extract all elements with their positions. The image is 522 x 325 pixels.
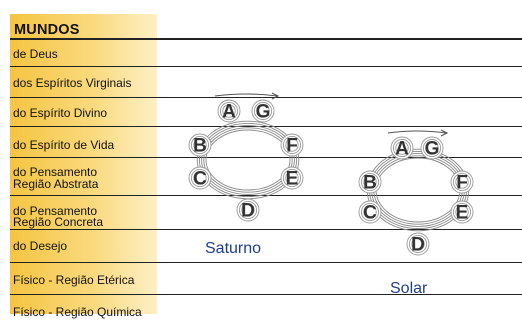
globe-node-e: E <box>450 200 474 224</box>
globe-node-b: B <box>358 170 382 194</box>
globe-node-a: A <box>390 136 414 160</box>
diagram-caption-solar: Solar <box>390 280 428 297</box>
globe-node-g: G <box>251 99 275 123</box>
globe-letter: F <box>456 173 468 194</box>
row-divider <box>10 229 522 230</box>
ring-band <box>196 120 300 200</box>
globe-letter: A <box>395 139 409 160</box>
row-label-espirito-divino: do Espírito Divino <box>13 106 108 120</box>
row-divider <box>10 126 522 127</box>
ring-band <box>371 153 465 227</box>
globe-letter: D <box>411 235 425 256</box>
globe-letter: E <box>286 169 299 190</box>
globe-node-c: C <box>188 166 212 190</box>
globe-letter: D <box>241 201 255 222</box>
globe-letter: B <box>193 136 207 157</box>
row-label-espirito-de-vida: do Espírito de Vida <box>13 138 115 152</box>
globe-letter: G <box>256 102 271 123</box>
row-divider <box>10 294 522 295</box>
row-label-espiritos-virginais: dos Espíritos Virginais <box>13 76 132 90</box>
globe-letter: F <box>286 136 298 157</box>
globe-node-a: A <box>217 99 241 123</box>
globe-letter: C <box>363 203 377 224</box>
row-label-pensamento-concreto-1: do Pensamento <box>13 204 98 218</box>
ring-band <box>205 129 291 191</box>
row-divider <box>10 195 522 196</box>
row-label-pensamento-abstrato-1: do Pensamento <box>13 165 98 179</box>
arrow-head-icon <box>440 129 449 137</box>
row-label-pensamento-abstrato-2: Região Abstrata <box>13 177 99 191</box>
globe-node-c: C <box>358 200 382 224</box>
flow-arrow <box>387 130 447 134</box>
row-divider <box>10 97 522 98</box>
worlds-column-band <box>10 14 157 314</box>
row-label-regiao-quimica: Físico - Região Química <box>13 305 142 319</box>
row-divider <box>10 157 522 158</box>
flow-arrow <box>214 93 278 97</box>
arrow-head-icon <box>271 92 280 100</box>
ring-band <box>373 155 463 225</box>
globe-letter: G <box>425 139 440 160</box>
globe-node-d: D <box>406 232 430 256</box>
ring-band <box>201 125 295 195</box>
globe-letter: E <box>456 203 469 224</box>
globe-node-d: D <box>236 198 260 222</box>
ring-band <box>198 122 298 198</box>
ring-band <box>203 127 293 193</box>
row-divider <box>10 262 522 263</box>
diagram-caption-saturno: Saturno <box>205 240 262 257</box>
globe-letter: C <box>193 169 207 190</box>
globe-node-f: F <box>450 170 474 194</box>
globe-node-b: B <box>188 133 212 157</box>
row-divider <box>10 38 522 40</box>
table-heading: MUNDOS <box>14 22 80 38</box>
row-label-pensamento-concreto-2: Região Concreta <box>13 215 104 229</box>
row-divider <box>10 66 522 67</box>
row-label-de-deus: de Deus <box>13 47 58 61</box>
globe-node-e: E <box>280 166 304 190</box>
row-label-regiao-eterica: Físico - Região Etérica <box>13 273 135 287</box>
globe-node-f: F <box>280 133 304 157</box>
row-label-desejo: do Desejo <box>13 239 68 253</box>
globe-letter: B <box>363 173 377 194</box>
globe-letter: A <box>222 102 236 123</box>
globe-node-g: G <box>420 136 444 160</box>
ring-band <box>375 157 461 223</box>
